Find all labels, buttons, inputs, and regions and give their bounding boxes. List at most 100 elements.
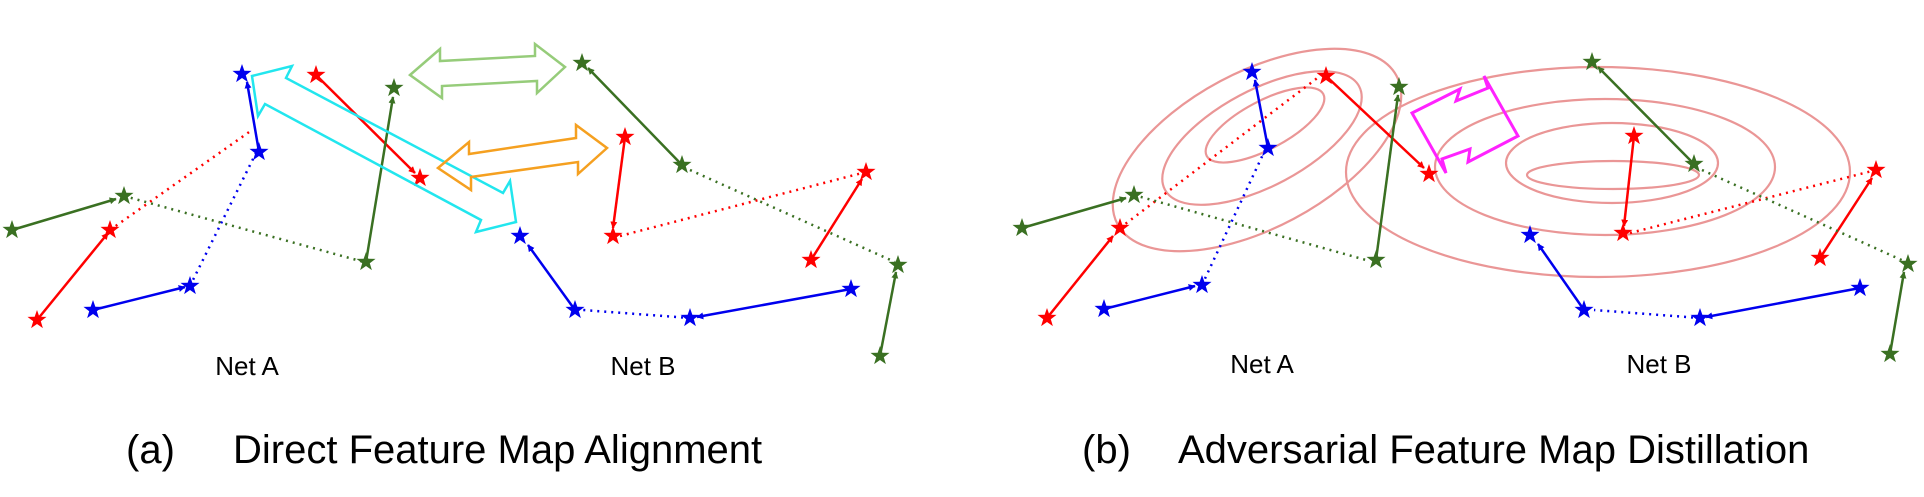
discriminator-contours	[1111, 47, 1852, 279]
green-star	[356, 252, 376, 271]
red-star	[1866, 160, 1886, 179]
net-b-blue-chain-b	[1536, 243, 1861, 320]
light-green-double-arrow	[407, 41, 567, 101]
net-a-green-chain	[11, 96, 396, 264]
caption-b: Adversarial Feature Map Distillation	[1178, 428, 1809, 472]
blue-star	[1850, 278, 1870, 297]
green-dotted-link	[1701, 168, 1907, 264]
green-arrow	[1021, 196, 1127, 230]
red-dotted-link	[1629, 168, 1877, 235]
green-star	[1124, 185, 1144, 204]
blue-star	[83, 300, 103, 319]
red-star	[1613, 223, 1633, 242]
blue-arrow	[1536, 243, 1586, 311]
net-a-red-chain-b	[1046, 75, 1425, 319]
red-star	[801, 250, 821, 269]
green-dotted-link	[1133, 193, 1367, 262]
alignment-double-arrows	[250, 41, 609, 234]
net-a-blue-chain	[92, 81, 261, 312]
blue-star	[1574, 300, 1594, 319]
green-arrow	[1888, 271, 1907, 355]
blue-star	[249, 142, 269, 161]
net-b-label: Net B	[610, 351, 675, 381]
blue-arrow	[696, 287, 852, 320]
contour-b-core	[1525, 159, 1701, 191]
red-arrow	[809, 178, 864, 261]
green-star	[1880, 344, 1900, 363]
red-star	[100, 220, 120, 239]
blue-dotted-link	[1593, 308, 1701, 320]
net-a-green-chain-b	[1021, 94, 1401, 262]
panel-b: Net A Net B (b) Adversarial Feature Map …	[1012, 47, 1918, 472]
red-dotted-link	[1119, 75, 1321, 229]
blue-star	[180, 276, 200, 295]
blue-dotted-link	[188, 152, 258, 287]
red-star	[1110, 218, 1130, 237]
green-arrow	[1374, 94, 1401, 261]
green-arrow	[1597, 66, 1695, 165]
blue-star	[1192, 275, 1212, 294]
magenta-double-arrow	[1409, 75, 1521, 174]
green-star	[384, 78, 404, 97]
red-arrow	[1818, 177, 1874, 259]
caption-letter-b: (b)	[1082, 428, 1131, 472]
red-star	[856, 162, 876, 181]
contour-b-inner	[1504, 121, 1720, 205]
red-arrow	[1046, 235, 1114, 319]
caption-a: Direct Feature Map Alignment	[233, 428, 762, 472]
contour-a-outer	[1111, 47, 1403, 253]
green-star	[888, 255, 908, 274]
red-arrow	[1325, 75, 1425, 169]
blue-star	[1690, 308, 1710, 327]
blue-arrow	[1103, 284, 1196, 311]
green-star	[1012, 218, 1032, 237]
blue-arrow	[92, 285, 186, 312]
green-star	[1366, 250, 1386, 269]
green-arrow	[587, 67, 683, 166]
blue-dotted-link	[582, 308, 691, 320]
red-arrow	[1621, 135, 1636, 227]
net-b-label-b: Net B	[1626, 349, 1691, 379]
green-star	[870, 346, 890, 365]
green-dotted-link	[123, 194, 365, 264]
red-dotted-link	[619, 170, 867, 238]
blue-arrow	[526, 244, 577, 311]
net-a-label-b: Net A	[1230, 349, 1294, 379]
blue-star	[1094, 299, 1114, 318]
red-arrow	[610, 136, 627, 229]
blue-arrow	[244, 81, 261, 153]
blue-star	[510, 226, 530, 245]
green-star	[2, 220, 22, 239]
red-arrow	[36, 232, 109, 321]
red-dotted-link	[109, 128, 253, 232]
red-arrow	[315, 74, 416, 174]
blue-dotted-link	[1200, 147, 1268, 286]
green-arrow	[878, 271, 899, 357]
net-b-blue-chain	[526, 244, 852, 320]
net-a-blue-chain-b	[1103, 79, 1270, 311]
green-star	[1389, 77, 1409, 96]
blue-star	[680, 308, 700, 327]
net-b-red-chain	[610, 136, 867, 261]
contour-a-inner	[1204, 86, 1326, 164]
red-star	[603, 226, 623, 245]
red-star	[1810, 248, 1830, 267]
blue-star	[232, 64, 252, 83]
net-a-label: Net A	[215, 351, 279, 381]
contour-a-mid	[1161, 70, 1363, 206]
green-star	[1898, 254, 1918, 273]
net-a-red-chain	[36, 74, 416, 321]
caption-letter-a: (a)	[126, 428, 175, 472]
blue-star	[841, 279, 861, 298]
net-b-red-chain-b	[1621, 135, 1877, 259]
green-star	[114, 186, 134, 205]
contour-b-mid	[1433, 97, 1777, 237]
blue-arrow	[1705, 286, 1861, 320]
net-b-green-chain	[587, 67, 899, 357]
green-dotted-link	[689, 168, 896, 264]
cyan-double-arrow	[250, 64, 518, 234]
blue-arrow	[1252, 79, 1270, 149]
green-arrow	[364, 96, 396, 263]
panel-a: Net A Net B (a) Direct Feature Map Align…	[2, 41, 908, 472]
